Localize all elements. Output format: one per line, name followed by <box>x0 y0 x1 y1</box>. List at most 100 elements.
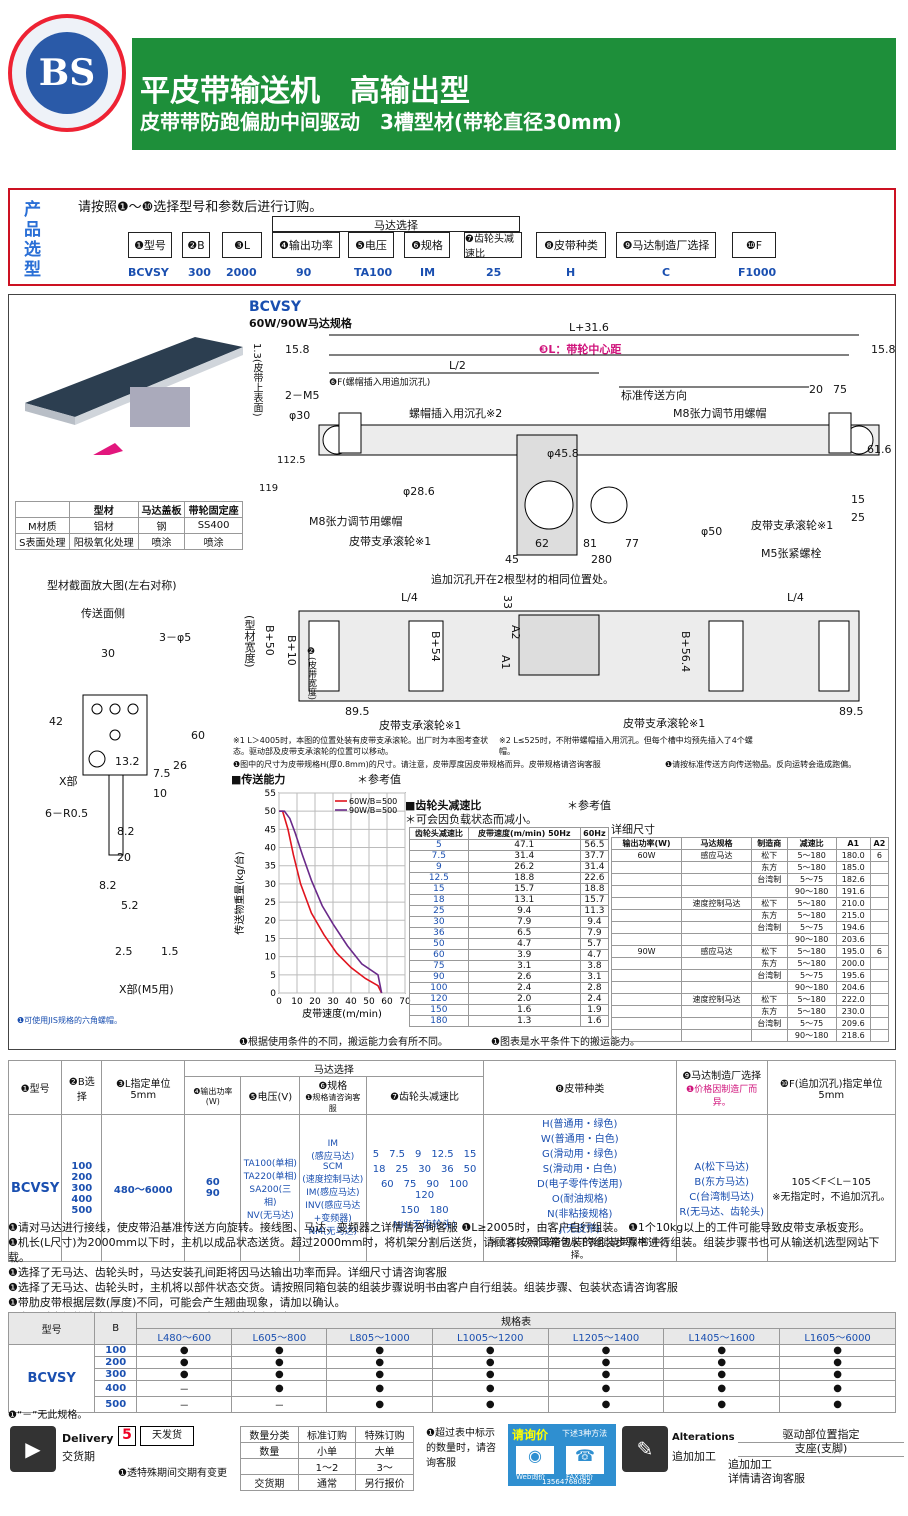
field-voltage: ❺电压 <box>348 232 394 258</box>
chart-xtick-label: 20 <box>309 997 321 1007</box>
detail-cell: 200.0 <box>835 957 871 970</box>
spec-availability: ● <box>136 1356 233 1369</box>
detail-cell <box>610 1029 683 1042</box>
chart-ylabel: 传送物重量(kg/台) <box>233 851 246 934</box>
sel-f-note: ※无指定时，不追加沉孔。 <box>772 1192 891 1203</box>
detail-cell: 台湾制 <box>750 873 788 886</box>
sel-h-belt: ❽皮带种类 <box>482 1060 677 1115</box>
qty-r1c1: 小单 <box>297 1442 357 1459</box>
dim-b10: B+10 <box>285 635 298 666</box>
detail-cell: 5～180 <box>786 861 837 874</box>
web-label[interactable]: Web询价 <box>516 1473 546 1481</box>
sel-spec-6: +变频器) <box>313 1214 352 1224</box>
spec-availability: ● <box>326 1396 433 1413</box>
sel-h-voltage: ❺电压(V) <box>240 1076 301 1115</box>
spec-availability: ● <box>231 1344 328 1357</box>
alt-3: 追加加工 <box>728 1458 772 1471</box>
alt-1: 驱动部位置指定 <box>738 1426 904 1443</box>
gear-cell: 18.8 <box>467 872 581 884</box>
qty-h1: 标准订购 <box>297 1426 357 1443</box>
sel-h-spec-sub: ❶规格请咨询客服 <box>305 1093 361 1113</box>
page-subtitle: 皮带带防跑偏肋中间驱动 3槽型材(带轮直径30mm) <box>140 110 622 134</box>
web-icon[interactable]: ◉ <box>516 1446 554 1474</box>
chart-xtick-label: 60 <box>381 997 393 1007</box>
chart-ref: ＊参考值 <box>357 773 401 786</box>
detail-cell <box>610 957 683 970</box>
sel-gear: 5 7.5 9 12.5 15 18 25 30 36 50 60 75 90 … <box>365 1114 484 1262</box>
spec-b-value: 300 <box>94 1368 138 1381</box>
qty-r2c1: 1～2 <box>297 1458 357 1475</box>
field-power: ❹输出功率 <box>272 232 340 258</box>
chart-xtick-label: 0 <box>276 997 282 1007</box>
dim-a1: A1 <box>499 655 512 670</box>
gear-cell: 1.6 <box>467 1004 581 1016</box>
detail-cell: 5～75 <box>786 969 837 982</box>
mat-h3: 带轮固定座 <box>184 501 243 518</box>
dim-77: 77 <box>625 537 639 550</box>
gear-cell: 2.6 <box>467 971 581 983</box>
notice-0: ❶请对马达进行接线，使皮带沿基准传送方向旋转。接线图、马达、变频器之详情请咨询客… <box>8 1221 458 1234</box>
footnote-3: ❶图中的尺寸为皮带规格H(厚0.8mm)的尺寸。请注意，皮带厚度因皮带规格而异。… <box>233 760 601 769</box>
chart-ytick-label: 15 <box>265 934 276 944</box>
field-l: ❸L <box>222 232 262 258</box>
field-model: ❶型号 <box>128 232 172 258</box>
dim-1125: 112.5 <box>277 455 306 466</box>
over-note: ❶超过表中标示的数量时，请咨询客服 <box>426 1428 496 1469</box>
gear-cell: 30 <box>409 916 469 928</box>
gear-cell: 150 <box>409 1004 469 1016</box>
detail-cell <box>869 885 890 898</box>
sel-power-0: 60 <box>205 1177 220 1188</box>
sec-dim-60: 60 <box>191 729 205 742</box>
detail-cell <box>610 969 683 982</box>
chart-ytick-label: 20 <box>265 916 277 926</box>
gear-cell: 15 <box>409 883 469 895</box>
truck-icon: ▶ <box>10 1426 56 1472</box>
chart-xlabel: 皮带速度(m/min) <box>302 1007 382 1020</box>
detail-cell <box>869 921 890 934</box>
spec-h-b: B <box>94 1312 138 1345</box>
detail-cell: 218.6 <box>835 1029 871 1042</box>
dim-81: 81 <box>583 537 597 550</box>
chart-legend-label: 60W/B=500 <box>349 797 397 806</box>
spec-availability: ● <box>431 1396 549 1413</box>
detail-cell: 5～75 <box>786 1017 837 1030</box>
sel-spec-4: IM(感应马达) <box>306 1188 360 1198</box>
detail-cell: 182.6 <box>835 873 871 886</box>
gear-cell: 7.9 <box>579 927 610 939</box>
detail-cell <box>681 921 752 934</box>
dim-280: 280 <box>591 553 612 566</box>
sel-spec-3: (速度控制马达) <box>302 1175 364 1185</box>
spec-availability: ● <box>326 1344 433 1357</box>
notice-2: ❶1个10kg以上的工件可能导致皮带支承板变形。 <box>628 1221 871 1234</box>
detail-cell: 松下 <box>750 993 788 1006</box>
chart-ytick-label: 50 <box>265 807 277 817</box>
gear-cell: 4.7 <box>467 938 581 950</box>
spec-availability: ● <box>779 1344 896 1357</box>
phone-number[interactable]: 13564768082 <box>542 1478 591 1486</box>
sel-power: 60 90 <box>184 1114 242 1262</box>
footer: ▶ Delivery 交货期 5 天发货 ❶透特殊期间交期有变更 数量分类 标准… <box>8 1424 904 1508</box>
spec-h-title: 规格表 <box>136 1312 896 1329</box>
fax-icon[interactable]: ☎ <box>566 1446 604 1474</box>
detail-cell <box>869 909 890 922</box>
sel-gear-4: NH(无齿轮头) <box>393 1220 456 1231</box>
fax-label[interactable]: FAX询价 <box>566 1473 593 1481</box>
detail-cell: 台湾制 <box>750 969 788 982</box>
spec-availability: ● <box>663 1396 781 1413</box>
dim-a2: A2 <box>509 625 522 640</box>
gear-cell: 4.7 <box>579 949 610 961</box>
sec-dim-26: 26 <box>173 759 187 772</box>
spec-availability: ● <box>231 1356 328 1369</box>
gear-cell: 180 <box>409 1015 469 1027</box>
alt-2: 支座(支脚) <box>738 1440 904 1457</box>
chart-series-line <box>279 810 383 994</box>
detail-cell <box>869 1005 890 1018</box>
gear-cell: 90 <box>409 971 469 983</box>
